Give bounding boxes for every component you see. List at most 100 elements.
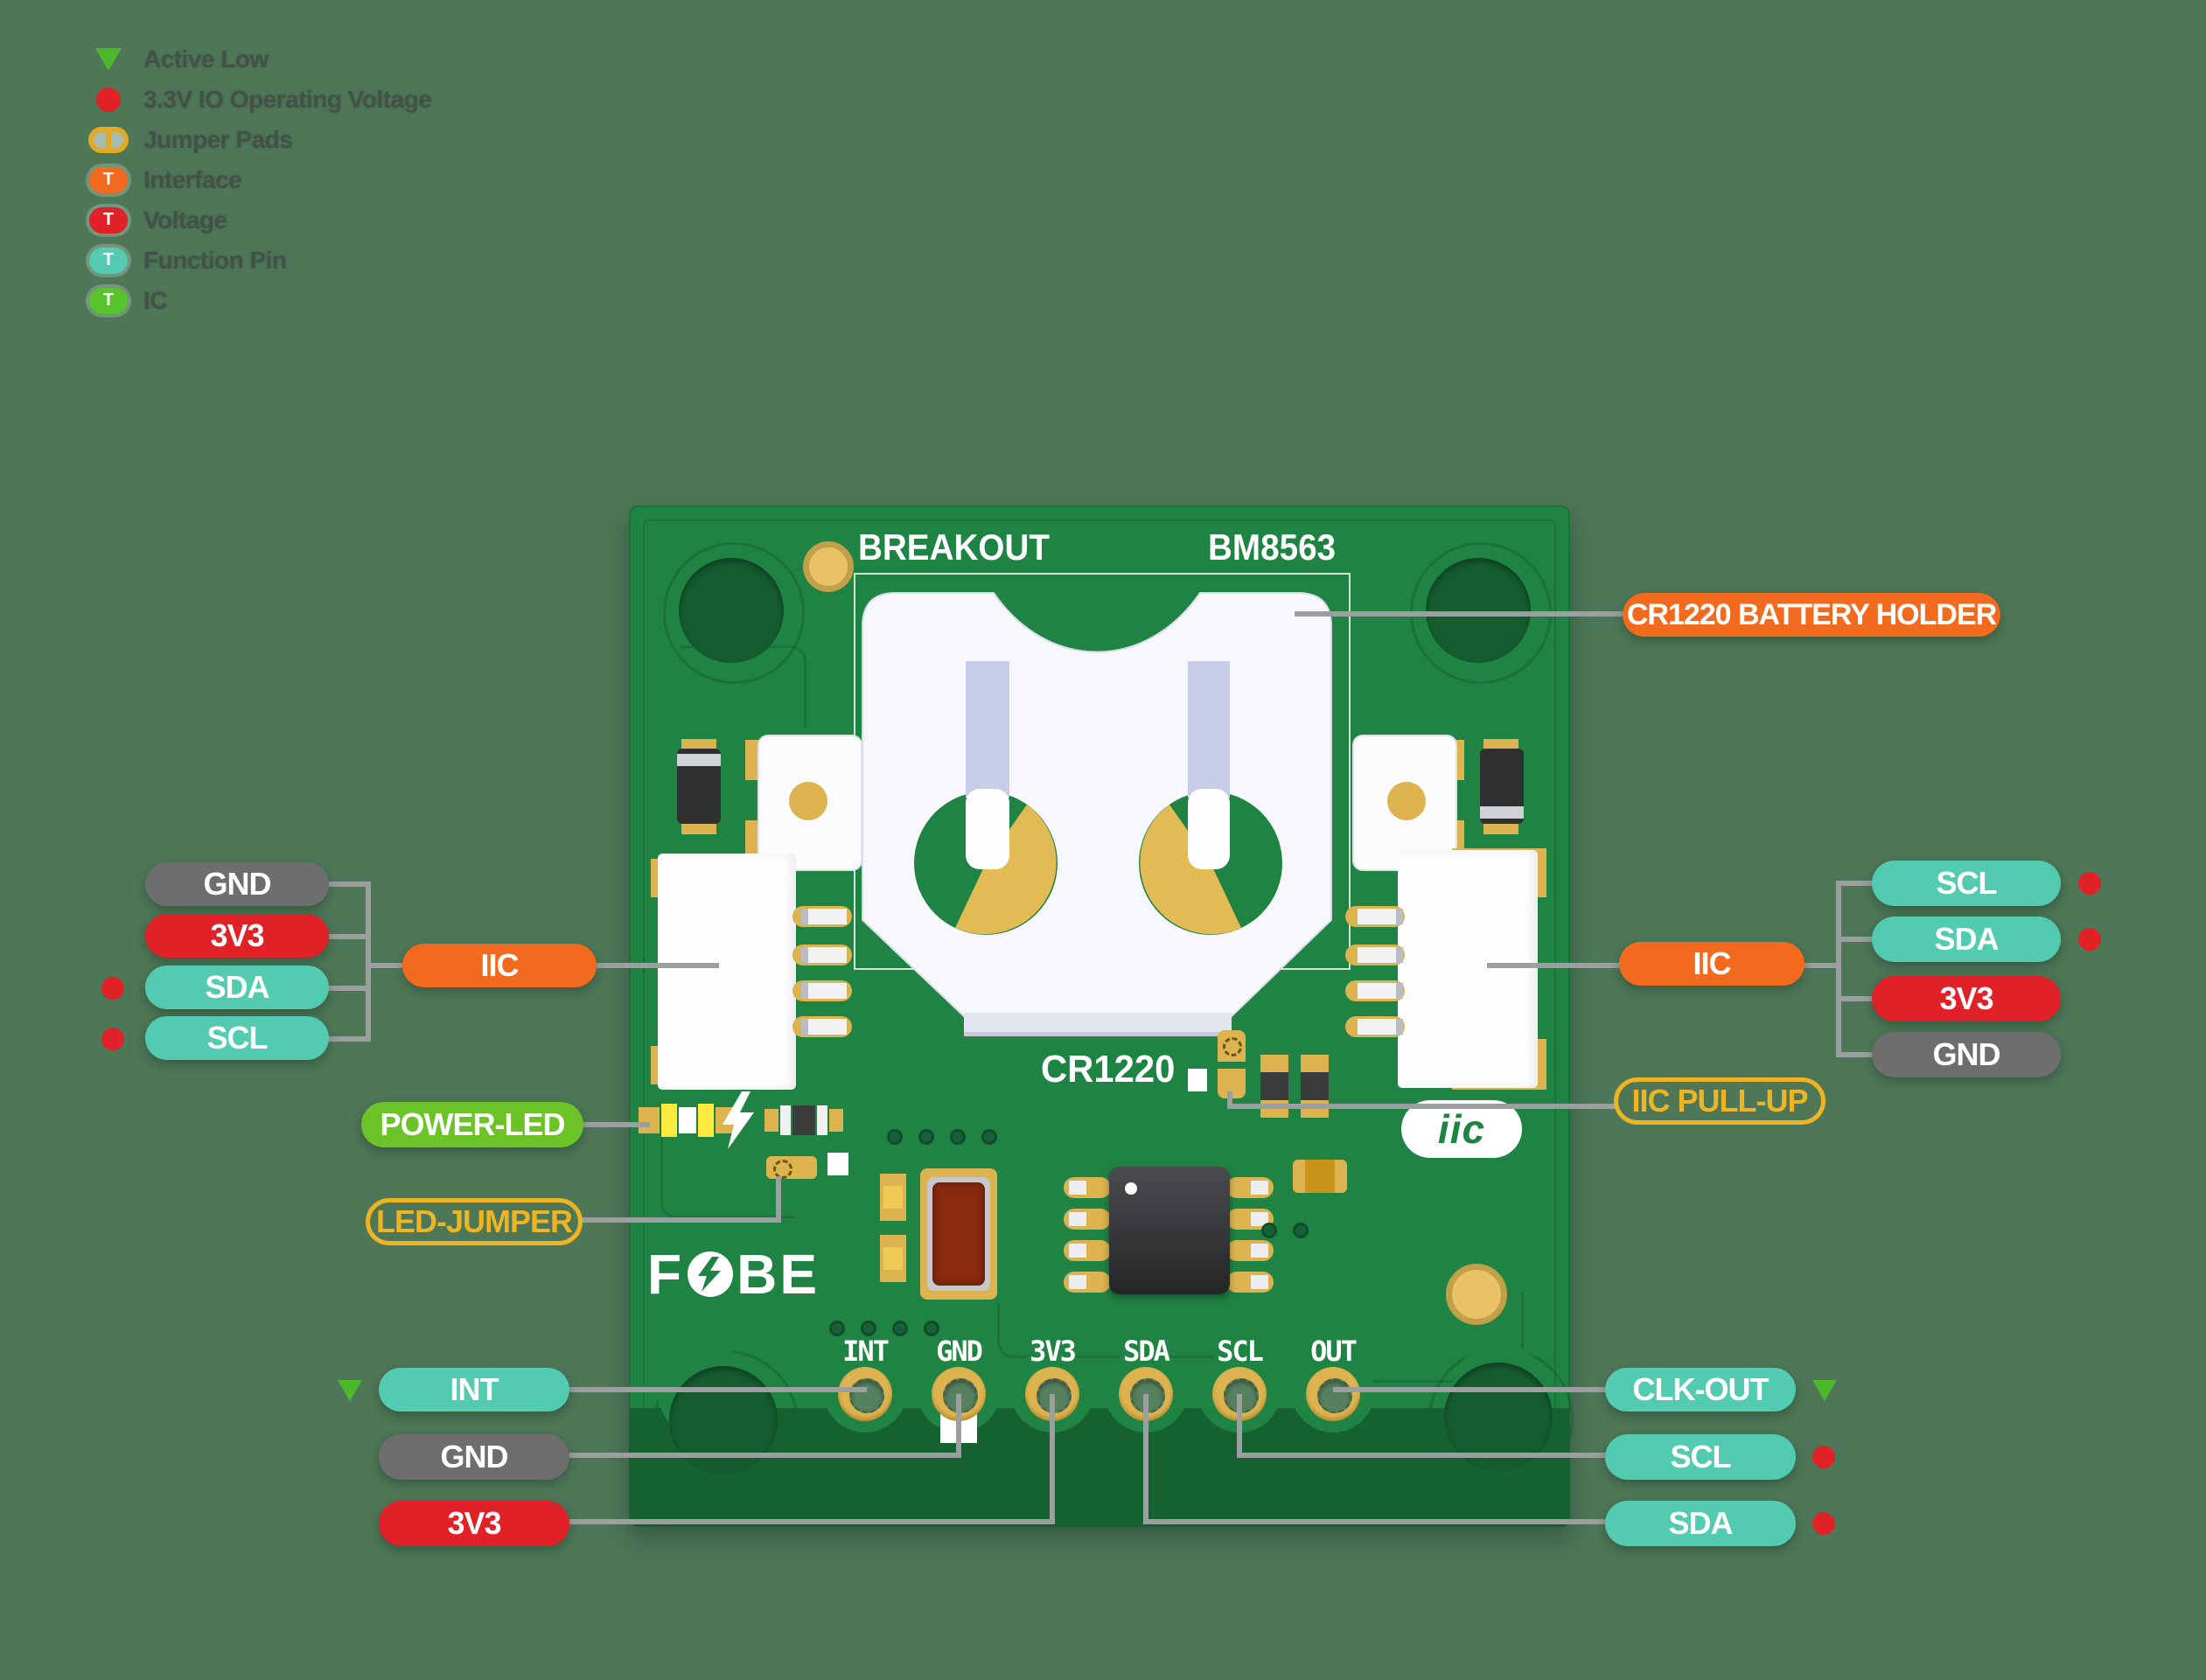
3v3-pin-hole <box>1037 1378 1072 1413</box>
pad <box>764 1109 778 1132</box>
io-voltage-dot-icon <box>2078 872 2101 895</box>
callout-line <box>366 882 371 1042</box>
connector-pin-tip <box>1358 947 1403 963</box>
gnd-right-label: GND <box>1872 1032 2061 1077</box>
callout-line <box>1143 1394 1148 1524</box>
callout-line <box>371 963 402 968</box>
iic-connector-right <box>1398 850 1538 1088</box>
led-jumper-ring <box>773 1160 792 1179</box>
callout-line <box>1841 1052 1873 1057</box>
fiducial-gold-pad <box>1452 1270 1501 1319</box>
pullup-resistor <box>1260 1055 1288 1118</box>
callout-line <box>582 1217 781 1223</box>
legend-label: Function Pin <box>143 246 287 274</box>
iic-connector-left <box>658 854 796 1090</box>
connector-pin-tip <box>1358 983 1403 999</box>
callout-line <box>1227 1091 1232 1109</box>
io-voltage-dot-icon <box>1812 1446 1835 1468</box>
io-voltage-dot-icon <box>101 1028 124 1050</box>
silkscreen-bm8563: BM8563 <box>1208 526 1337 568</box>
diode-stripe <box>1480 806 1524 819</box>
iic-logo-text: iic <box>1437 1106 1486 1152</box>
resistor <box>792 1105 815 1135</box>
pad <box>789 782 827 820</box>
3v3-bottom-label: 3V3 <box>379 1501 569 1546</box>
callout-line <box>569 1387 867 1392</box>
callout-line <box>776 1176 781 1223</box>
pad <box>829 1109 843 1132</box>
active-low-triangle-icon <box>1812 1380 1837 1401</box>
connector-pin-tip <box>801 983 847 999</box>
capacitor-body <box>883 1186 903 1209</box>
legend-row-function-pin: T Function Pin <box>87 247 431 274</box>
callout-line <box>569 1519 1052 1524</box>
iic-logo-badge: iic <box>1401 1100 1522 1158</box>
callout-line <box>329 986 371 991</box>
scl-label: SCL <box>145 1016 329 1060</box>
legend-label: 3.3V IO Operating Voltage <box>143 85 432 113</box>
led-jumper-label: LED-JUMPER <box>366 1198 583 1245</box>
callout-line <box>1841 937 1873 942</box>
connector-pin-tip <box>801 947 847 963</box>
clk-out-label: CLK-OUT <box>1605 1368 1796 1412</box>
3v3-right-label: 3V3 <box>1872 976 2061 1021</box>
gnd-label: GND <box>145 862 329 906</box>
callout-line <box>1836 881 1841 1057</box>
3v3-label: 3V3 <box>145 914 329 958</box>
pin-label-sda: SDA <box>1123 1335 1170 1368</box>
inductor-body <box>1305 1160 1335 1193</box>
pin-label-scl: SCL <box>1217 1335 1264 1368</box>
trace <box>663 542 805 684</box>
via <box>861 1321 876 1336</box>
sda-bottom-label: SDA <box>1605 1501 1796 1546</box>
callout-line <box>1237 1453 1609 1458</box>
trace <box>997 1303 1227 1358</box>
mounting-hole <box>679 558 784 663</box>
lightning-bolt-icon <box>723 1091 754 1149</box>
jumper-pad-icon <box>87 126 129 153</box>
pad <box>639 1107 660 1133</box>
ic-pad-tip <box>1069 1181 1086 1195</box>
callout-line <box>1227 1104 1616 1109</box>
sda-right-label: SDA <box>1872 917 2061 962</box>
ic-pin1-dot <box>1125 1182 1137 1195</box>
via <box>887 1129 903 1145</box>
callout-line <box>1487 963 1619 968</box>
via <box>981 1129 997 1145</box>
capacitor-body <box>883 1247 903 1270</box>
connector-pin-tip <box>1358 1019 1403 1035</box>
interface-pill-icon: T <box>87 166 129 193</box>
callout-line <box>1295 611 1623 617</box>
ic-pad-tip <box>1069 1244 1086 1258</box>
callout-line <box>597 963 719 968</box>
callout-line <box>329 882 371 887</box>
out-pin-hole <box>1317 1378 1352 1413</box>
via <box>924 1321 939 1336</box>
ic-pad-tip <box>1069 1275 1086 1289</box>
ic-pad-tip <box>1251 1244 1268 1258</box>
io-voltage-dot-icon <box>1812 1512 1835 1535</box>
legend-row-interface: T Interface <box>87 166 431 193</box>
callout-line <box>1805 963 1841 968</box>
battery-holder-label: CR1220 BATTERY HOLDER <box>1623 593 2000 637</box>
callout-line <box>329 934 371 939</box>
pad <box>1387 782 1426 820</box>
int-pin-hole <box>849 1378 884 1413</box>
legend-label: Jumper Pads <box>143 125 293 153</box>
iic-right-label: IIC <box>1619 942 1805 986</box>
fiducial-gold-pad <box>809 547 848 586</box>
legend-row-voltage-io: 3.3V IO Operating Voltage <box>87 85 432 113</box>
via <box>829 1321 845 1336</box>
sda-label: SDA <box>145 965 329 1009</box>
resistor-cap <box>817 1105 827 1135</box>
cr1220-battery-holder <box>862 592 1332 1036</box>
pcb-board: BREAKOUT BM8563 CR1220 <box>629 505 1574 1527</box>
int-label: INT <box>379 1368 569 1412</box>
fobe-logo-o-bolt-icon <box>688 1251 734 1297</box>
pad <box>827 1153 848 1175</box>
legend-label: IC <box>143 286 168 314</box>
ic-pad-tip <box>1069 1212 1086 1226</box>
callout-line <box>956 1394 961 1458</box>
mounting-hole <box>1426 558 1531 663</box>
callout-line <box>1841 996 1873 1001</box>
